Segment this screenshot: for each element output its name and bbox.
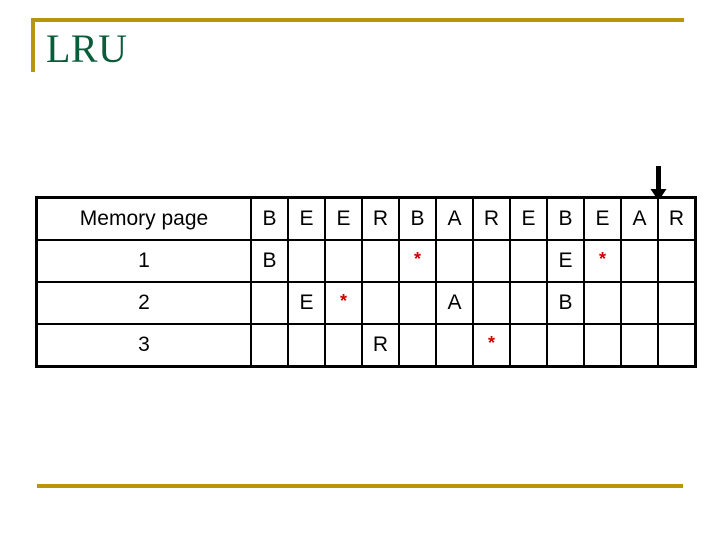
page-frame-label-3: 3 [35,323,252,368]
reference-string-cell-10: A [620,196,659,241]
frame-cell-r3-c2 [324,323,363,368]
table-row: 3 R * [35,323,697,368]
reference-string-cell-2: E [324,196,363,241]
frame-cell-r2-c0 [250,281,289,325]
frame-cell-r2-c4 [398,281,437,325]
frame-cell-r1-c9: * [583,239,622,283]
frame-cell-r3-c11 [657,323,697,368]
frame-cell-r1-c6 [472,239,511,283]
frame-cell-r2-c9 [583,281,622,325]
page-letter: A [447,291,462,314]
reference-string-cell-5: A [435,196,474,241]
frame-cell-r1-c11 [657,239,697,283]
frame-cell-r2-c3 [361,281,400,325]
page-frame-label-2: 2 [35,281,252,325]
page-title: LRU [46,26,128,71]
eviction-star-icon: * [339,291,347,312]
frame-cell-r1-c2 [324,239,363,283]
page-letter: B [262,249,277,272]
reference-string-cell-9: E [583,196,622,241]
frame-cell-r2-c8: B [546,281,585,325]
frame-cell-r3-c1 [287,323,326,368]
bottom-gold-rule [37,484,683,488]
frame-cell-r3-c4 [398,323,437,368]
frame-cell-r2-c1: E [287,281,326,325]
frame-cell-r3-c6: * [472,323,511,368]
frame-cell-r1-c10 [620,239,659,283]
frame-cell-r2-c7 [509,281,548,325]
reference-string-cell-4: B [398,196,437,241]
frame-cell-r2-c10 [620,281,659,325]
down-arrow-marker [648,166,670,202]
frame-cell-r3-c0 [250,323,289,368]
frame-cell-r2-c11 [657,281,697,325]
page-frame-label-1: 1 [35,239,252,283]
reference-string-cell-0: B [250,196,289,241]
reference-string-cell-3: R [361,196,400,241]
reference-string-cell-1: E [287,196,326,241]
page-letter: B [558,291,573,314]
frame-cell-r2-c5: A [435,281,474,325]
page-letter: R [372,333,389,356]
frame-cell-r3-c3: R [361,323,400,368]
top-gold-rule [31,18,684,22]
page-letter: E [299,291,314,314]
frame-cell-r3-c10 [620,323,659,368]
page-letter: E [558,249,573,272]
frame-cell-r1-c0: B [250,239,289,283]
eviction-star-icon: * [487,333,495,354]
left-gold-accent [31,18,35,72]
frame-cell-r2-c6 [472,281,511,325]
frame-cell-r2-c2: * [324,281,363,325]
eviction-star-icon: * [598,249,606,270]
frame-cell-r1-c4: * [398,239,437,283]
reference-string-cell-8: B [546,196,585,241]
frame-cell-r3-c5 [435,323,474,368]
frame-cell-r1-c7 [509,239,548,283]
frame-cell-r3-c7 [509,323,548,368]
reference-string-cell-7: E [509,196,548,241]
frame-cell-r1-c5 [435,239,474,283]
frame-cell-r3-c9 [583,323,622,368]
memory-page-header: Memory page [35,196,252,241]
frame-cell-r1-c8: E [546,239,585,283]
frame-cell-r3-c8 [546,323,585,368]
eviction-star-icon: * [413,249,421,270]
frame-cell-r1-c3 [361,239,400,283]
reference-string-cell-11: R [657,196,697,241]
table-row: 2 E * A B [35,281,697,325]
reference-string-cell-6: R [472,196,511,241]
frame-cell-r1-c1 [287,239,326,283]
